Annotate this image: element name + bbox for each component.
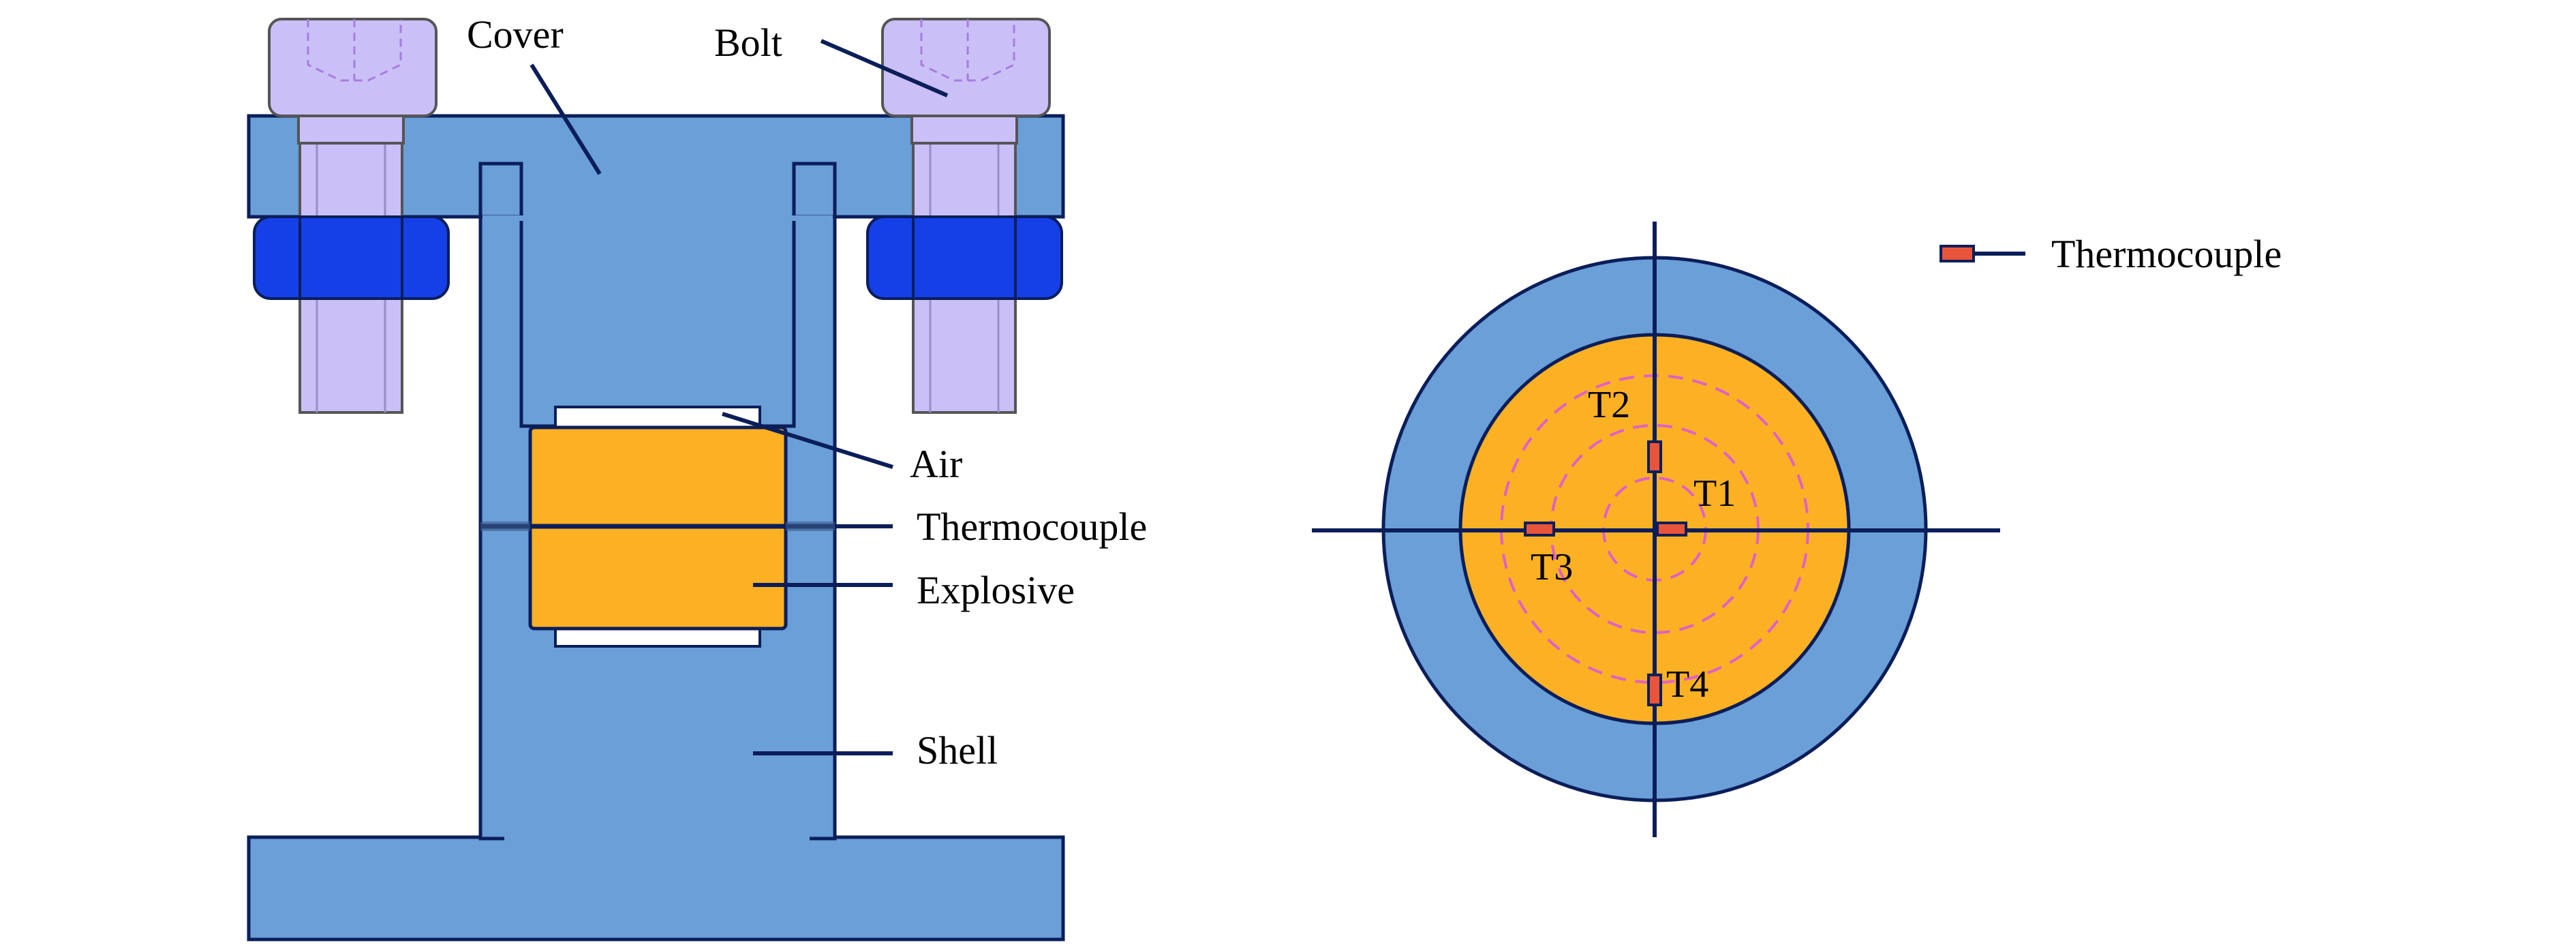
marker-t4 [1647, 674, 1662, 706]
label-t1: T1 [1693, 472, 1736, 515]
bolt-left [253, 18, 450, 414]
marker-t1 [1656, 522, 1687, 537]
marker-t2 [1647, 440, 1662, 473]
marker-t3 [1524, 522, 1555, 537]
sectional-view: Cover Bolt Air Thermocouple Explosive Sh… [247, 12, 1147, 942]
cross-section-view: T1 T2 T3 T4 [1312, 222, 2000, 837]
label-thermocouple: Thermocouple [917, 504, 1147, 549]
bolt-right [866, 18, 1063, 414]
label-shell: Shell [917, 728, 998, 772]
leader-lines [530, 39, 949, 755]
thermocouple-markers [1524, 440, 1687, 706]
label-bolt: Bolt [714, 20, 782, 65]
legend: Thermocouple [1939, 232, 2282, 276]
legend-thermocouple-icon [1939, 245, 1975, 262]
label-air: Air [910, 442, 962, 486]
legend-thermocouple-label: Thermocouple [2051, 232, 2282, 276]
label-explosive: Explosive [917, 568, 1075, 612]
label-t4: T4 [1666, 663, 1708, 706]
label-cover: Cover [467, 12, 564, 57]
label-t3: T3 [1531, 546, 1573, 588]
label-t2: T2 [1588, 384, 1630, 426]
